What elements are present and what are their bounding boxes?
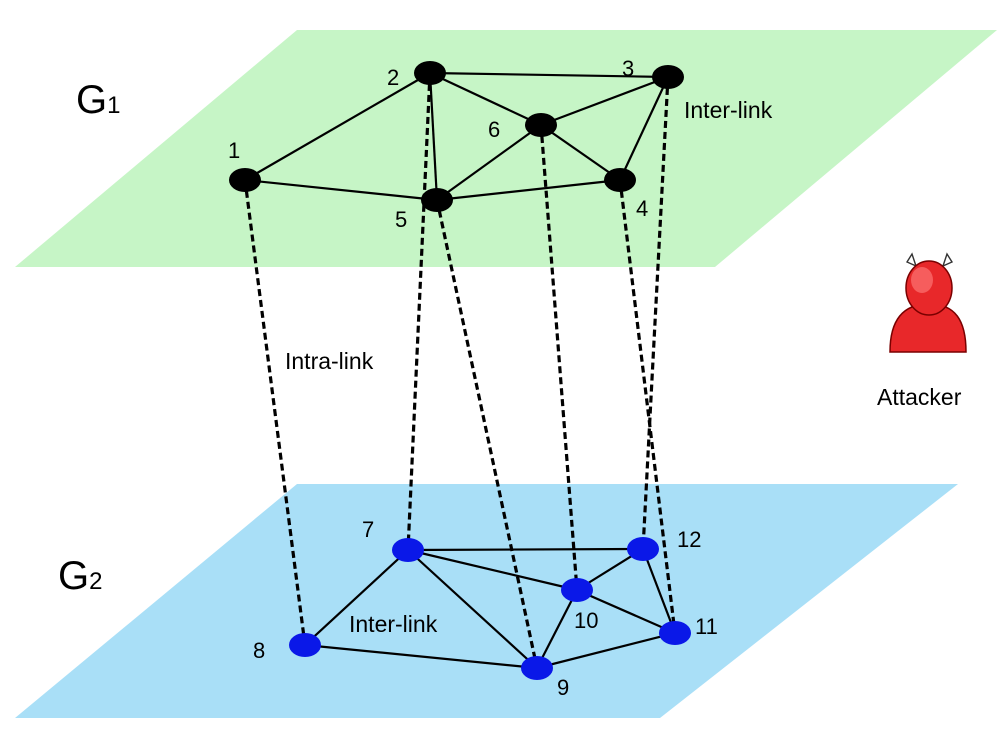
node-label-2: 2: [387, 65, 399, 90]
node-8: [289, 633, 321, 657]
attacker-icon: [889, 252, 967, 353]
edge-3-6: [540, 75, 669, 127]
node-label-12: 12: [677, 527, 701, 552]
node-label-4: 4: [636, 196, 648, 221]
dashed-edge-3-12: [641, 76, 670, 550]
node-12: [627, 537, 659, 561]
intra-link-label: Intra-link: [285, 348, 374, 374]
edge-5-4: [436, 178, 621, 202]
attacker-label: Attacker: [877, 384, 962, 410]
dashed-edge-5-9: [435, 199, 539, 669]
node-11: [659, 621, 691, 645]
node-label-11: 11: [695, 614, 718, 639]
edge-7-9: [407, 549, 538, 669]
node-3: [652, 65, 684, 89]
top-inter-link-label: Inter-link: [684, 97, 773, 123]
node-6: [525, 113, 557, 137]
edge-3-4: [619, 76, 669, 181]
node-1: [229, 168, 261, 192]
node-label-5: 5: [395, 207, 407, 232]
edge-6-4: [540, 124, 621, 181]
edge-8-9: [304, 643, 538, 670]
node-label-3: 3: [622, 56, 634, 81]
edge-6-5: [436, 124, 542, 201]
node-label-7: 7: [362, 517, 374, 542]
bottom-inter-link-label: Inter-link: [349, 611, 438, 637]
edge-9-11: [536, 631, 676, 670]
inter-layer-edges: [243, 72, 677, 669]
node-10: [561, 578, 593, 602]
node-label-8: 8: [253, 638, 265, 663]
attacker-horn-left: [905, 252, 918, 268]
edge-7-8: [304, 549, 409, 646]
dashed-edge-1-8: [243, 179, 307, 646]
dashed-edge-6-10: [539, 124, 579, 591]
edge-10-9: [536, 589, 578, 669]
intra-layer-edges: [244, 71, 677, 670]
node-label-1: 1: [228, 138, 240, 163]
attacker-horn-right: [941, 252, 954, 268]
node-4: [604, 168, 636, 192]
edge-10-11: [576, 588, 676, 635]
edge-1-5: [244, 178, 438, 202]
edge-2-3: [429, 71, 669, 79]
top-plane: [15, 30, 997, 267]
node-label-10: 10: [574, 608, 598, 633]
node-9: [521, 656, 553, 680]
nodes-group: [229, 61, 691, 680]
dashed-edge-4-11: [618, 179, 677, 634]
node-2: [414, 61, 446, 85]
node-label-9: 9: [557, 675, 569, 700]
edge-2-6: [429, 72, 542, 126]
bottom-plane: [15, 484, 958, 718]
edge-12-11: [641, 548, 677, 634]
edge-2-5: [428, 72, 439, 201]
node-label-6: 6: [488, 117, 500, 142]
edge-1-2: [244, 72, 431, 181]
node-7: [392, 538, 424, 562]
layer-label-g2: G2: [58, 554, 102, 598]
edge-7-10: [407, 548, 578, 592]
attacker-head-highlight: [911, 267, 933, 293]
layer-label-g1: G1: [76, 78, 120, 122]
edge-7-12: [407, 547, 644, 552]
node-5: [421, 188, 453, 212]
dashed-edge-2-7: [406, 72, 432, 551]
